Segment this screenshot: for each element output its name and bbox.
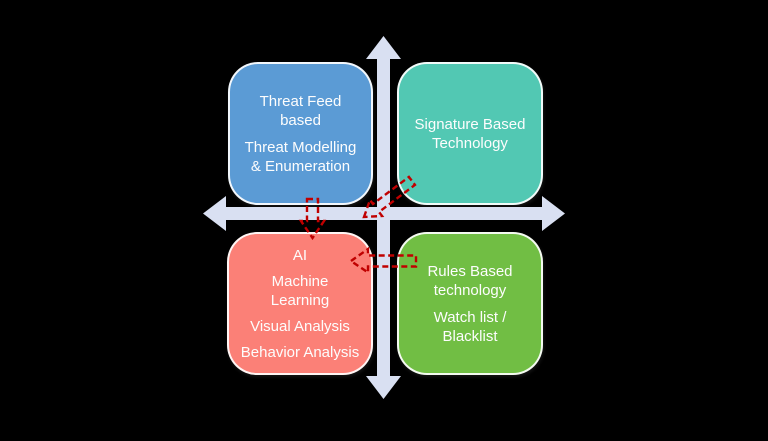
quadrant-text: Visual Analysis bbox=[250, 317, 350, 336]
quadrant-text: Signature Based Technology bbox=[415, 115, 526, 153]
quadrant-text: Threat Modelling & Enumeration bbox=[245, 138, 357, 176]
quadrant-text: Machine Learning bbox=[271, 272, 329, 310]
text-line: Threat Feed bbox=[259, 92, 342, 110]
text-line: Watch list / bbox=[433, 308, 507, 326]
text-line: Visual Analysis bbox=[250, 317, 350, 335]
text-line: based bbox=[280, 111, 321, 129]
text-line: Behavior Analysis bbox=[240, 343, 360, 361]
text-line: Blacklist bbox=[442, 327, 498, 345]
quadrant-rules-based-box: Rules Based technology Watch list / Blac… bbox=[397, 232, 543, 375]
horizontal-axis-double-arrow bbox=[203, 196, 565, 231]
text-line: AI bbox=[292, 246, 308, 264]
text-line: Machine bbox=[271, 272, 329, 290]
quadrant-text: Behavior Analysis bbox=[241, 343, 359, 362]
quadrant-text: Rules Based technology bbox=[427, 262, 512, 300]
dashed-down-arrow-icon bbox=[298, 197, 327, 241]
dashed-diagonal-arrow-icon bbox=[362, 175, 417, 219]
dashed-left-arrow-icon bbox=[348, 246, 418, 275]
quadrant-text: Threat Feed based bbox=[260, 92, 342, 130]
quadrant-ai-box: AI Machine Learning Visual Analysis Beha… bbox=[227, 232, 373, 375]
quadrant-text: Watch list / Blacklist bbox=[434, 308, 507, 346]
text-line: Signature Based bbox=[414, 115, 526, 133]
text-line: technology bbox=[433, 281, 507, 299]
text-line: & Enumeration bbox=[250, 157, 351, 175]
text-line: Rules Based bbox=[427, 262, 513, 280]
text-line: Threat Modelling bbox=[244, 138, 357, 156]
quadrant-threat-feed-box: Threat Feed based Threat Modelling & Enu… bbox=[228, 62, 373, 205]
quadrant-signature-based-box: Signature Based Technology bbox=[397, 62, 543, 205]
quadrant-text: AI bbox=[293, 246, 307, 265]
text-line: Technology bbox=[432, 134, 508, 152]
text-line: Learning bbox=[270, 291, 330, 309]
